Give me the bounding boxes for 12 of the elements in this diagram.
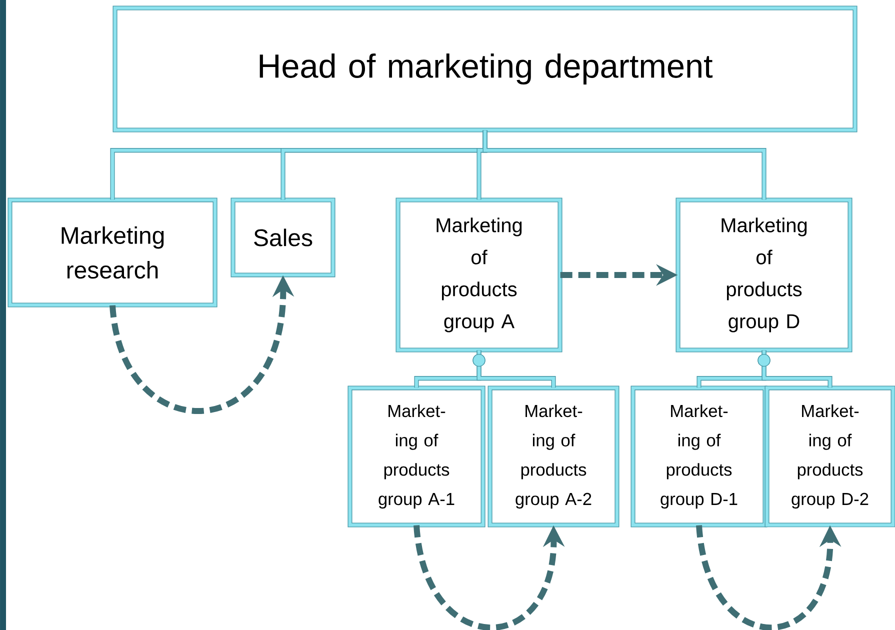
connector-line [758, 350, 832, 388]
unit-box: Marketing of products group A [396, 198, 562, 352]
unit-box: Market- ing of products group A-2 [488, 386, 620, 528]
unit-box: Market- ing of products group D-2 [764, 386, 895, 528]
connector-line [472, 350, 556, 388]
unit-box: Sales [230, 198, 336, 278]
unit-box: Market- ing of products group D-1 [630, 386, 768, 528]
connector-line [482, 130, 766, 200]
unit-box: Marketing research [8, 198, 218, 308]
unit-box: Market- ing of products group A-1 [348, 386, 486, 528]
unit-box: Marketing of products group D [676, 198, 852, 352]
head-box: Head of marketing department [112, 6, 858, 132]
